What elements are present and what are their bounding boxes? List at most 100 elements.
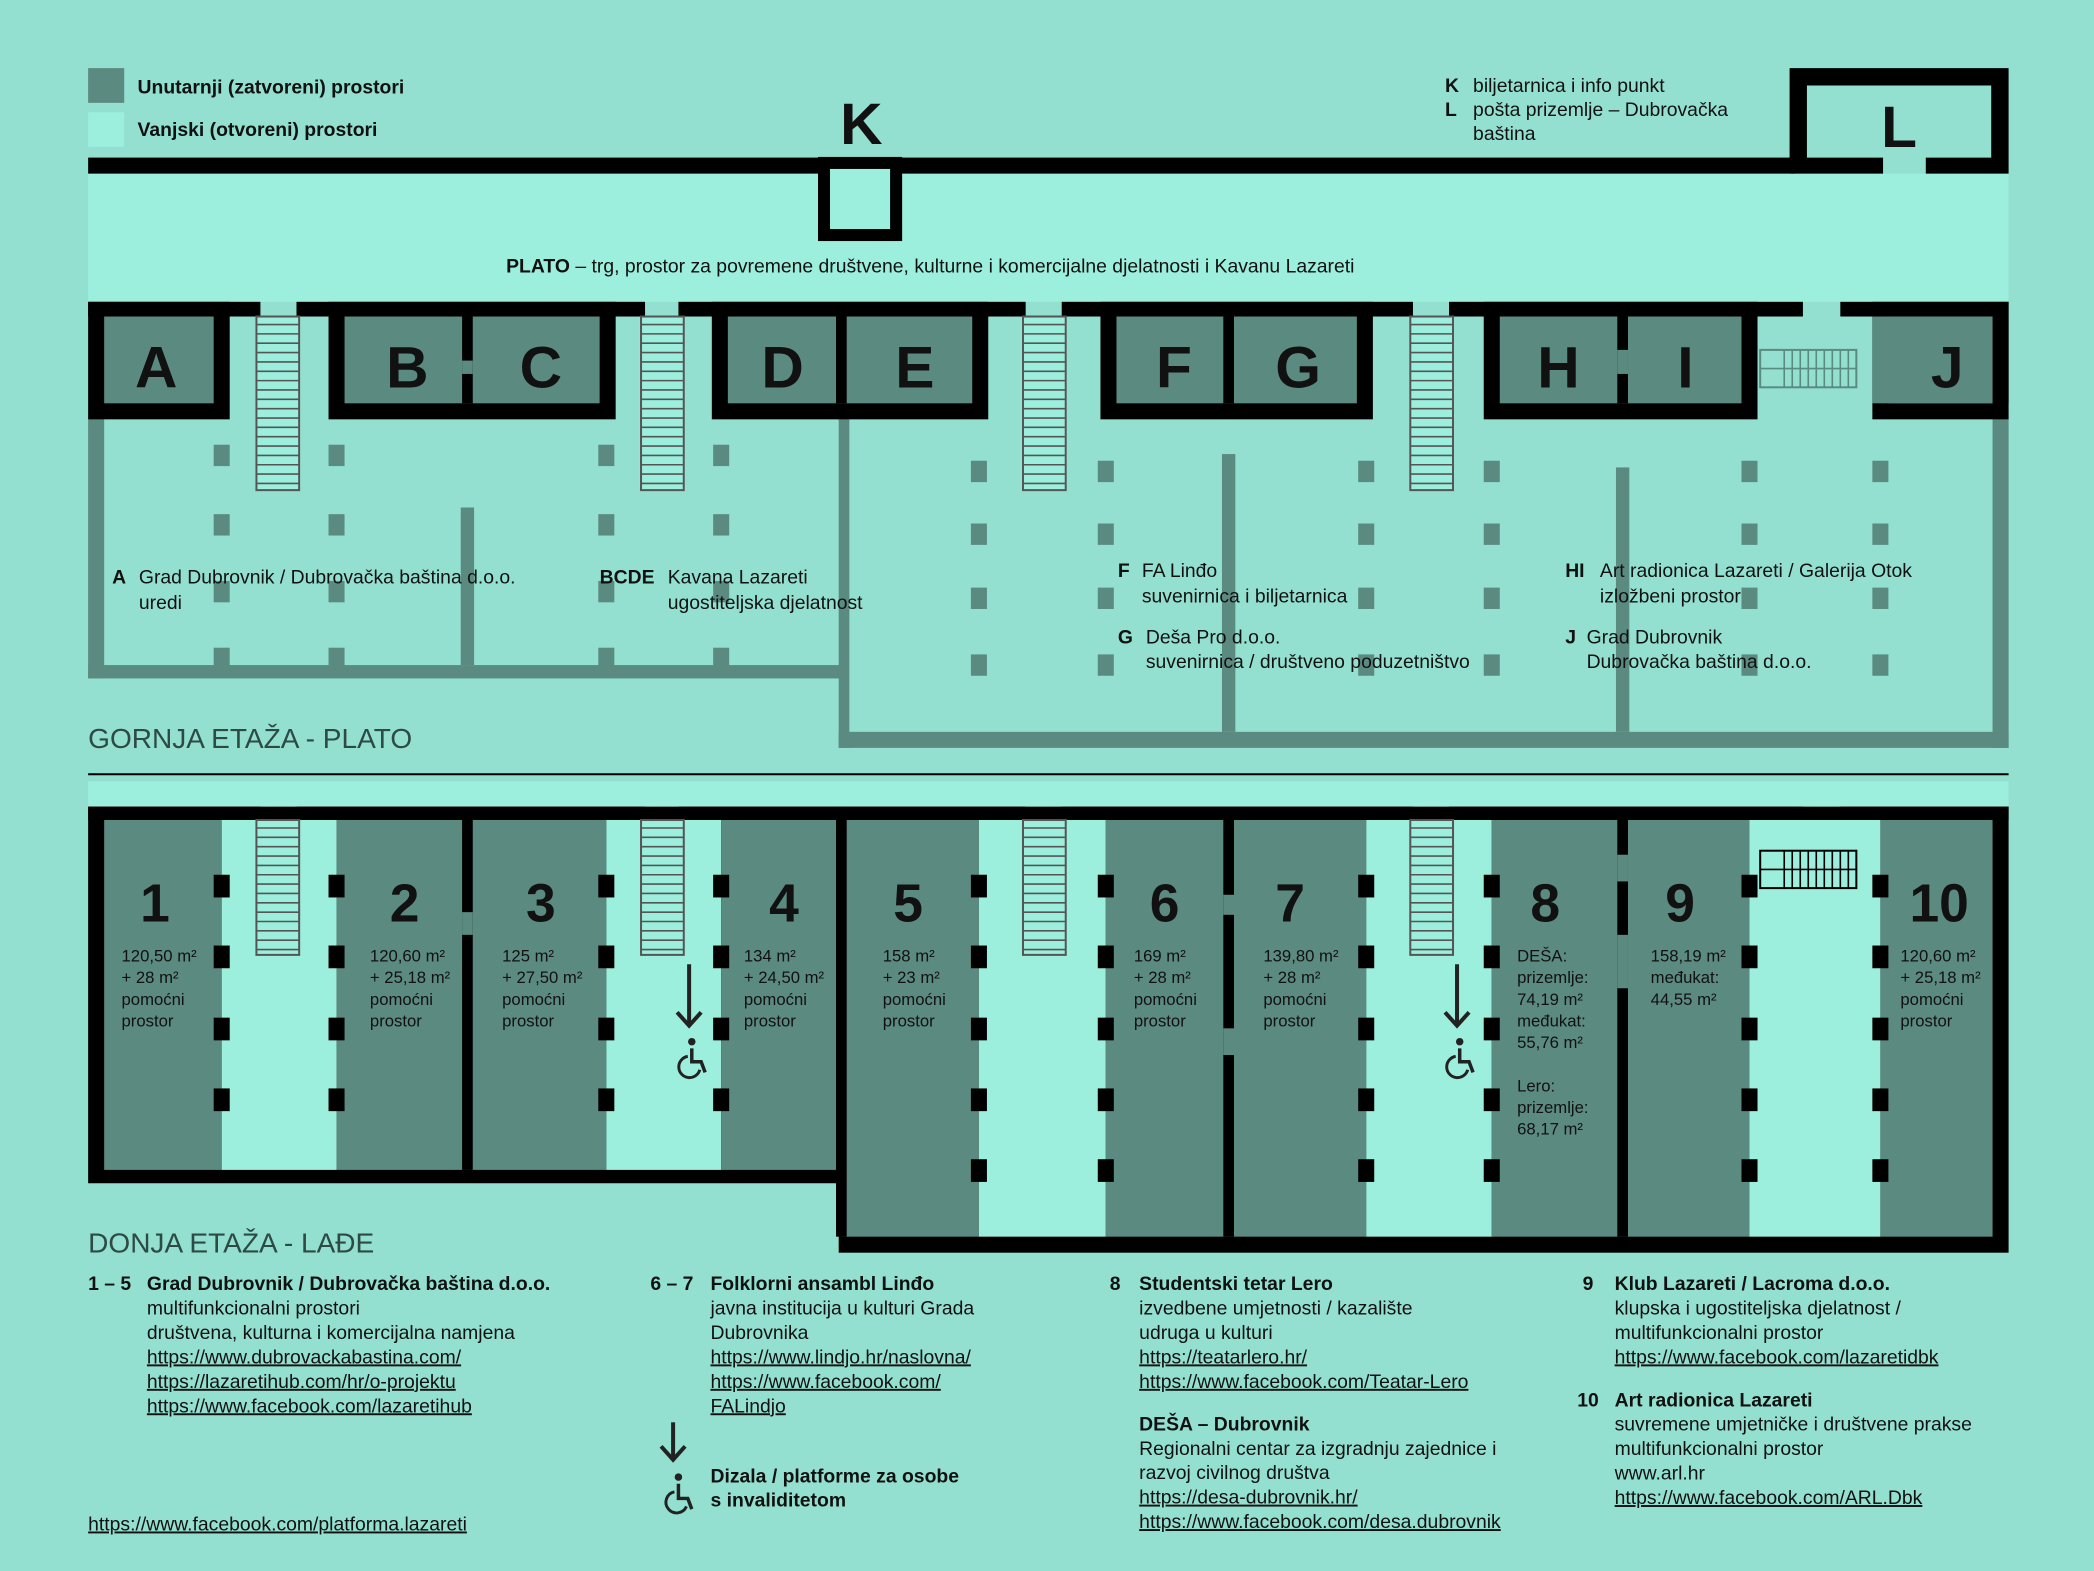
lower-pillar <box>1358 1088 1375 1112</box>
upper-door <box>1617 349 1628 374</box>
lower-room <box>1105 819 1229 1237</box>
lower-room-number-1: 1 <box>140 874 170 933</box>
legend-indoor-swatch <box>88 68 125 103</box>
lower-pillar <box>1483 1088 1500 1112</box>
upper-pillar <box>213 514 230 536</box>
upper-stairs <box>1021 316 1068 491</box>
tenant-link[interactable]: FALindjo <box>710 1395 785 1417</box>
upper-pillar <box>1741 523 1758 545</box>
tenant-name: DEŠA – Dubrovnik <box>1139 1411 1310 1435</box>
upper-pillar <box>1097 587 1114 609</box>
lower-stairs <box>639 819 686 955</box>
lower-pillar <box>713 1017 730 1041</box>
accessibility-legend: Dizala / platforme za osobe s invalidite… <box>659 1422 959 1515</box>
tenant-description: multifunkcionalni prostori <box>147 1298 360 1320</box>
footer-facebook-link[interactable]: https://www.facebook.com/platforma.lazar… <box>88 1513 467 1535</box>
lower-room-area-text: 55,76 m² <box>1517 1033 1583 1052</box>
lower-room <box>1228 819 1367 1237</box>
floor-divider <box>88 773 2009 776</box>
tenant-link[interactable]: https://www.facebook.com/lazaretidbk <box>1615 1346 1939 1368</box>
lower-pillar <box>598 1088 615 1112</box>
tenant-link[interactable]: https://desa-dubrovnik.hr/ <box>1139 1487 1358 1509</box>
lower-room-area-text: međukat: <box>1517 1011 1586 1030</box>
lower-room-area-text: 120,60 m² <box>370 947 446 966</box>
upper-pillar <box>970 523 987 545</box>
upper-door <box>462 360 473 374</box>
lower-room-area-text: 158,19 m² <box>1651 947 1727 966</box>
lower-room-area-text: prostor <box>122 1011 174 1030</box>
tenant-link[interactable]: https://www.lindjo.hr/naslovna/ <box>710 1346 971 1368</box>
lower-room <box>467 819 607 1170</box>
tenant-name: Art radionica Lazareti <box>1615 1389 1813 1411</box>
tenant-link[interactable]: https://www.facebook.com/ARL.Dbk <box>1615 1487 1923 1509</box>
lower-doorway <box>462 912 473 935</box>
lower-room-area-text: prostor <box>1134 1011 1186 1030</box>
kiosk-k-letter: K <box>840 92 882 157</box>
upper-mid-wall <box>838 416 850 748</box>
lower-pillar <box>1358 945 1375 969</box>
elevator-arrow-icon <box>675 964 703 1029</box>
tenant-description: Regionalni centar za izgradnju zajednice… <box>1139 1438 1496 1460</box>
lower-room-area-text: 44,55 m² <box>1651 990 1717 1009</box>
upper-pillar <box>328 444 345 467</box>
upper-pillar <box>598 647 615 670</box>
lower-room <box>841 819 979 1237</box>
tenant-number: 6 – 7 <box>650 1273 693 1295</box>
label-g-key: G <box>1118 627 1133 649</box>
lower-room <box>336 819 468 1170</box>
lower-doorway <box>1223 1028 1235 1056</box>
lower-pillar <box>1097 1088 1114 1112</box>
lower-pillar <box>970 874 987 898</box>
lower-pillar <box>1872 1088 1889 1112</box>
lower-room-area-text: + 24,50 m² <box>744 968 825 987</box>
upper-stairs-outline <box>255 315 301 492</box>
lower-top-wall <box>1449 806 1803 820</box>
lower-room <box>1880 819 1993 1237</box>
upper-room-letter-h: H <box>1537 335 1579 400</box>
lower-room-area-text: pomoćni <box>883 990 946 1009</box>
upper-stairs <box>639 316 686 491</box>
label-j-line1: Grad Dubrovnik <box>1587 627 1723 649</box>
lower-room-area-text: + 28 m² <box>1263 968 1320 987</box>
tenant-link[interactable]: https://www.dubrovackabastina.com/ <box>147 1346 462 1368</box>
label-bcde-key: BCDE <box>600 567 655 589</box>
tenant-link[interactable]: https://teatarlero.hr/ <box>1139 1346 1307 1368</box>
upper-stairs-outline <box>640 315 685 492</box>
upper-pillar <box>213 444 230 467</box>
lower-pillar <box>1483 1159 1500 1182</box>
tenant-description: klupska i ugostiteljska djelatnost / <box>1615 1298 1902 1320</box>
lower-pillar <box>213 945 230 969</box>
upper-left-wall <box>88 416 105 679</box>
lower-pillar <box>1872 945 1889 969</box>
upper-room-interior <box>1116 316 1357 404</box>
wheelchair-body <box>690 1048 707 1074</box>
upper-room-j-wall <box>1992 316 2009 404</box>
lower-room-area-text: 120,50 m² <box>122 947 198 966</box>
upper-pillar <box>1358 587 1375 609</box>
tenant-description: suvremene umjetničke i društvene prakse <box>1615 1414 1972 1436</box>
lower-pillar <box>1483 874 1500 898</box>
tenant-link[interactable]: https://www.facebook.com/Teatar-Lero <box>1139 1371 1468 1393</box>
lower-room-area-text: 74,19 m² <box>1517 990 1583 1009</box>
lower-room <box>104 819 222 1170</box>
tenant-link[interactable]: https://lazaretihub.com/hr/o-projektu <box>147 1371 456 1393</box>
accessibility-line2: s invaliditetom <box>710 1489 846 1511</box>
key-l-desc-2: baština <box>1473 123 1536 145</box>
upper-pillar <box>213 580 230 603</box>
wheelchair-head <box>688 1037 696 1046</box>
lower-doorway <box>1223 894 1235 915</box>
arrow-head <box>675 1010 703 1029</box>
tenant-number: 9 <box>1583 1273 1594 1295</box>
label-bcde-line1: Kavana Lazareti <box>668 567 808 589</box>
wheelchair-wheel <box>677 1054 702 1080</box>
upper-pillar <box>1097 654 1114 676</box>
legend-outdoor-label: Vanjski (otvoreni) prostori <box>138 119 378 141</box>
tenant-link[interactable]: https://www.facebook.com/desa.dubrovnik <box>1139 1511 1501 1533</box>
plato-area <box>88 173 2009 302</box>
lower-room-number-4: 4 <box>769 874 799 933</box>
tenant-link[interactable]: https://www.facebook.com/ <box>710 1371 941 1393</box>
tenant-link[interactable]: https://www.facebook.com/lazaretihub <box>147 1395 472 1417</box>
lower-room-area-text: prostor <box>502 1011 554 1030</box>
lower-room-area-text: pomoćni <box>370 990 433 1009</box>
building-l <box>1789 68 2009 174</box>
